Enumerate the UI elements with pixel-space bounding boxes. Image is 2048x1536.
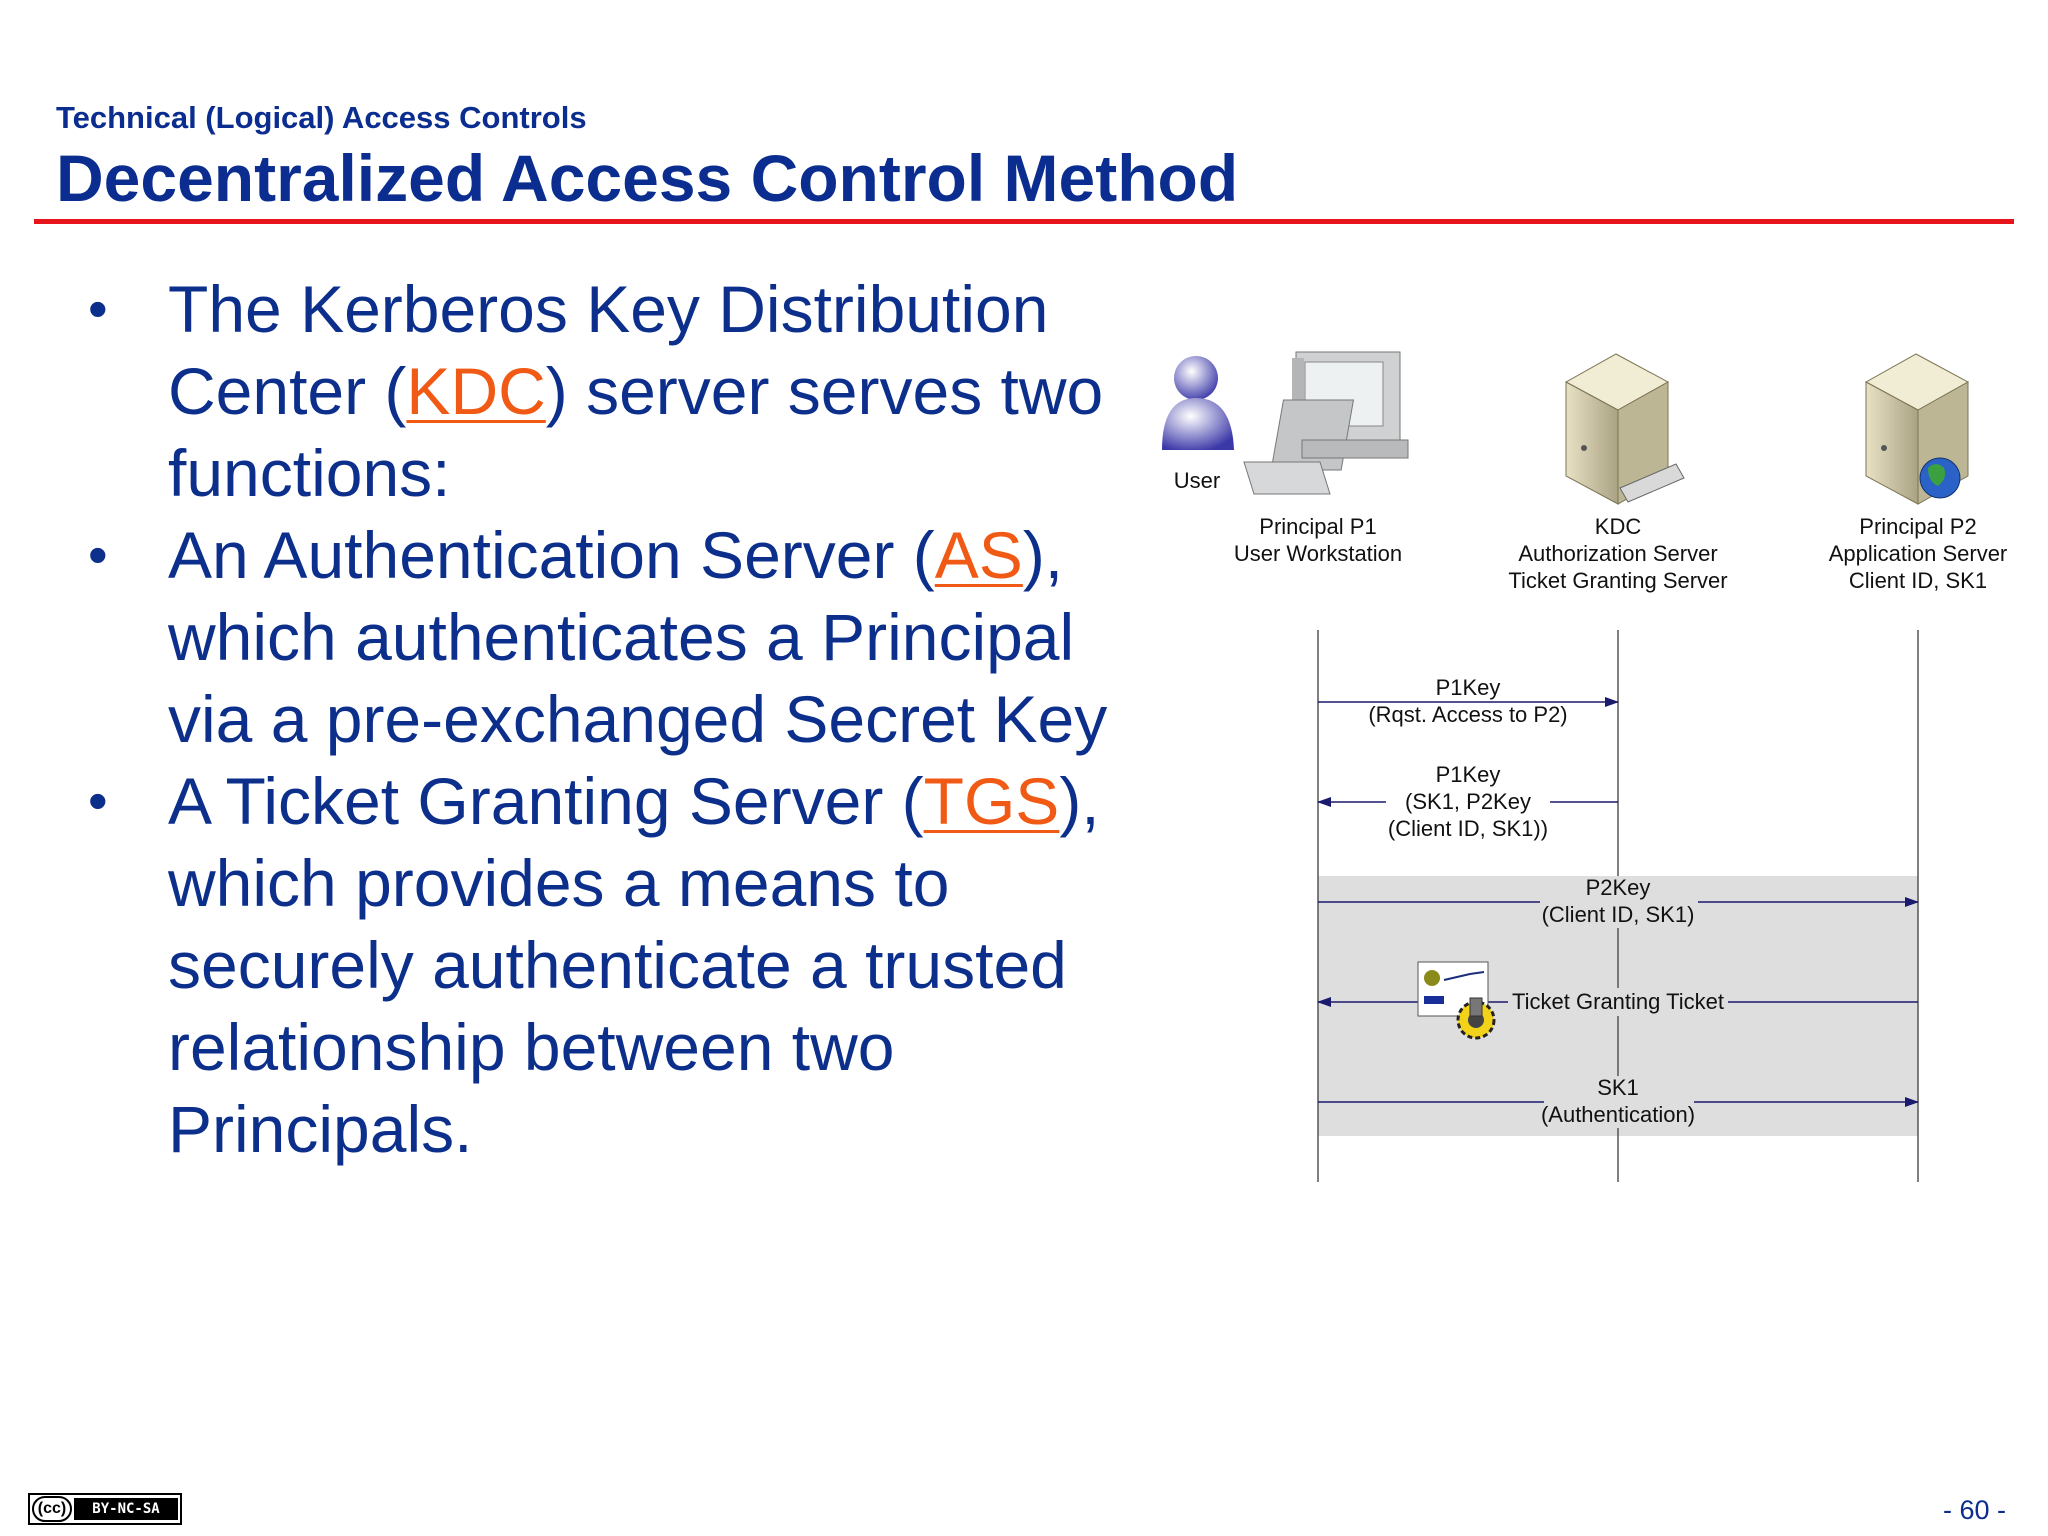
exchange-shading: [1318, 876, 1918, 1136]
bullet-dot: •: [88, 277, 108, 340]
msg4-label: Ticket Granting Ticket: [1512, 989, 1724, 1014]
bullet-tgs: •A Ticket Granting Server (TGS), which p…: [88, 760, 1148, 1170]
globe-icon: [1919, 457, 1961, 499]
kdc-role-tgs: Ticket Granting Server: [1508, 568, 1727, 593]
msg2-detail: (SK1, P2Key: [1405, 789, 1531, 814]
principal2-name: Principal P2: [1859, 514, 1976, 539]
bullet-kdc: •The Kerberos Key Distribution Center (K…: [88, 268, 1148, 514]
user-icon: [1162, 356, 1234, 450]
workstation-icon: [1243, 351, 1409, 495]
msg3-key: P2Key: [1586, 875, 1651, 900]
msg2-client: (Client ID, SK1)): [1388, 816, 1548, 841]
msg1-key: P1Key: [1436, 675, 1501, 700]
msg2-key: P1Key: [1436, 762, 1501, 787]
application-server-icon: [1864, 353, 1970, 505]
slide-title: Decentralized Access Control Method: [56, 141, 1239, 215]
msg2-label-bg: [1386, 788, 1550, 816]
msg5-detail: (Authentication): [1541, 1102, 1695, 1127]
kdc-name: KDC: [1595, 514, 1642, 539]
bullet-dot: •: [88, 769, 108, 832]
msg5-label-bg: [1544, 1076, 1694, 1128]
license-badge[interactable]: (cc) BY-NC-SA: [28, 1493, 182, 1525]
section-subtitle: Technical (Logical) Access Controls: [56, 100, 587, 135]
kdc-server-icon: [1564, 353, 1685, 505]
cc-icon: (cc): [32, 1496, 72, 1522]
gear-icon: [1456, 997, 1496, 1040]
bullet-list: •The Kerberos Key Distribution Center (K…: [88, 268, 1148, 1170]
kdc-role-as: Authorization Server: [1518, 541, 1717, 566]
user-label: User: [1174, 468, 1220, 493]
kdc-link[interactable]: KDC: [406, 354, 546, 428]
msg1-detail: (Rqst. Access to P2): [1368, 702, 1567, 727]
principal1-name: Principal P1: [1259, 514, 1376, 539]
bullet-dot: •: [88, 523, 108, 586]
msg4-label-bg: [1508, 988, 1728, 1016]
as-link[interactable]: AS: [934, 518, 1023, 592]
page-number: - 60 -: [1942, 1495, 2006, 1525]
bullet-as: •An Authentication Server (AS), which au…: [88, 514, 1148, 760]
msg5-key: SK1: [1597, 1075, 1639, 1100]
principal1-role: User Workstation: [1234, 541, 1402, 566]
title-underline: [34, 219, 2014, 224]
msg3-label-bg: [1540, 876, 1698, 928]
license-text: BY-NC-SA: [74, 1498, 178, 1520]
ticket-icon: [1417, 961, 1489, 1017]
principal2-client-id: Client ID, SK1: [1849, 568, 1987, 593]
msg3-detail: (Client ID, SK1): [1542, 902, 1695, 927]
principal2-role: Application Server: [1829, 541, 2008, 566]
tgs-link[interactable]: TGS: [923, 764, 1060, 838]
